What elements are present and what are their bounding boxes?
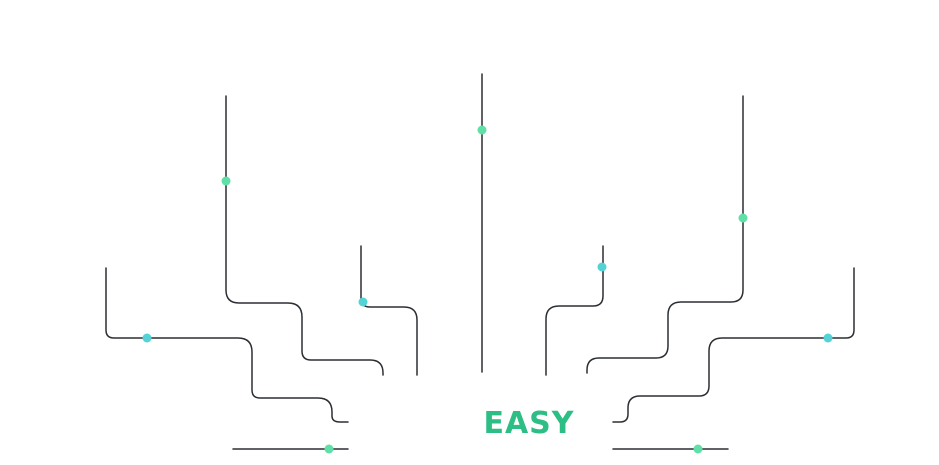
dot-bottom-left — [324, 444, 334, 454]
right-lines — [545, 95, 855, 450]
dot-bottom-right — [693, 444, 703, 454]
line-right-short — [545, 245, 604, 376]
dots — [142, 125, 833, 454]
line-left-outer — [105, 267, 349, 423]
dot-right-tall — [738, 213, 748, 223]
line-left-short — [360, 245, 418, 376]
line-right-tall — [586, 95, 744, 374]
dot-right-short — [597, 262, 607, 272]
dot-right-outer — [823, 333, 833, 343]
dot-left-tall — [221, 176, 231, 186]
dot-left-outer — [142, 333, 152, 343]
left-lines — [105, 95, 418, 450]
easy-logo: EASY — [483, 406, 574, 441]
dot-center — [477, 125, 487, 135]
line-right-outer — [612, 267, 855, 423]
dot-left-short — [358, 297, 368, 307]
line-left-tall — [225, 95, 384, 376]
